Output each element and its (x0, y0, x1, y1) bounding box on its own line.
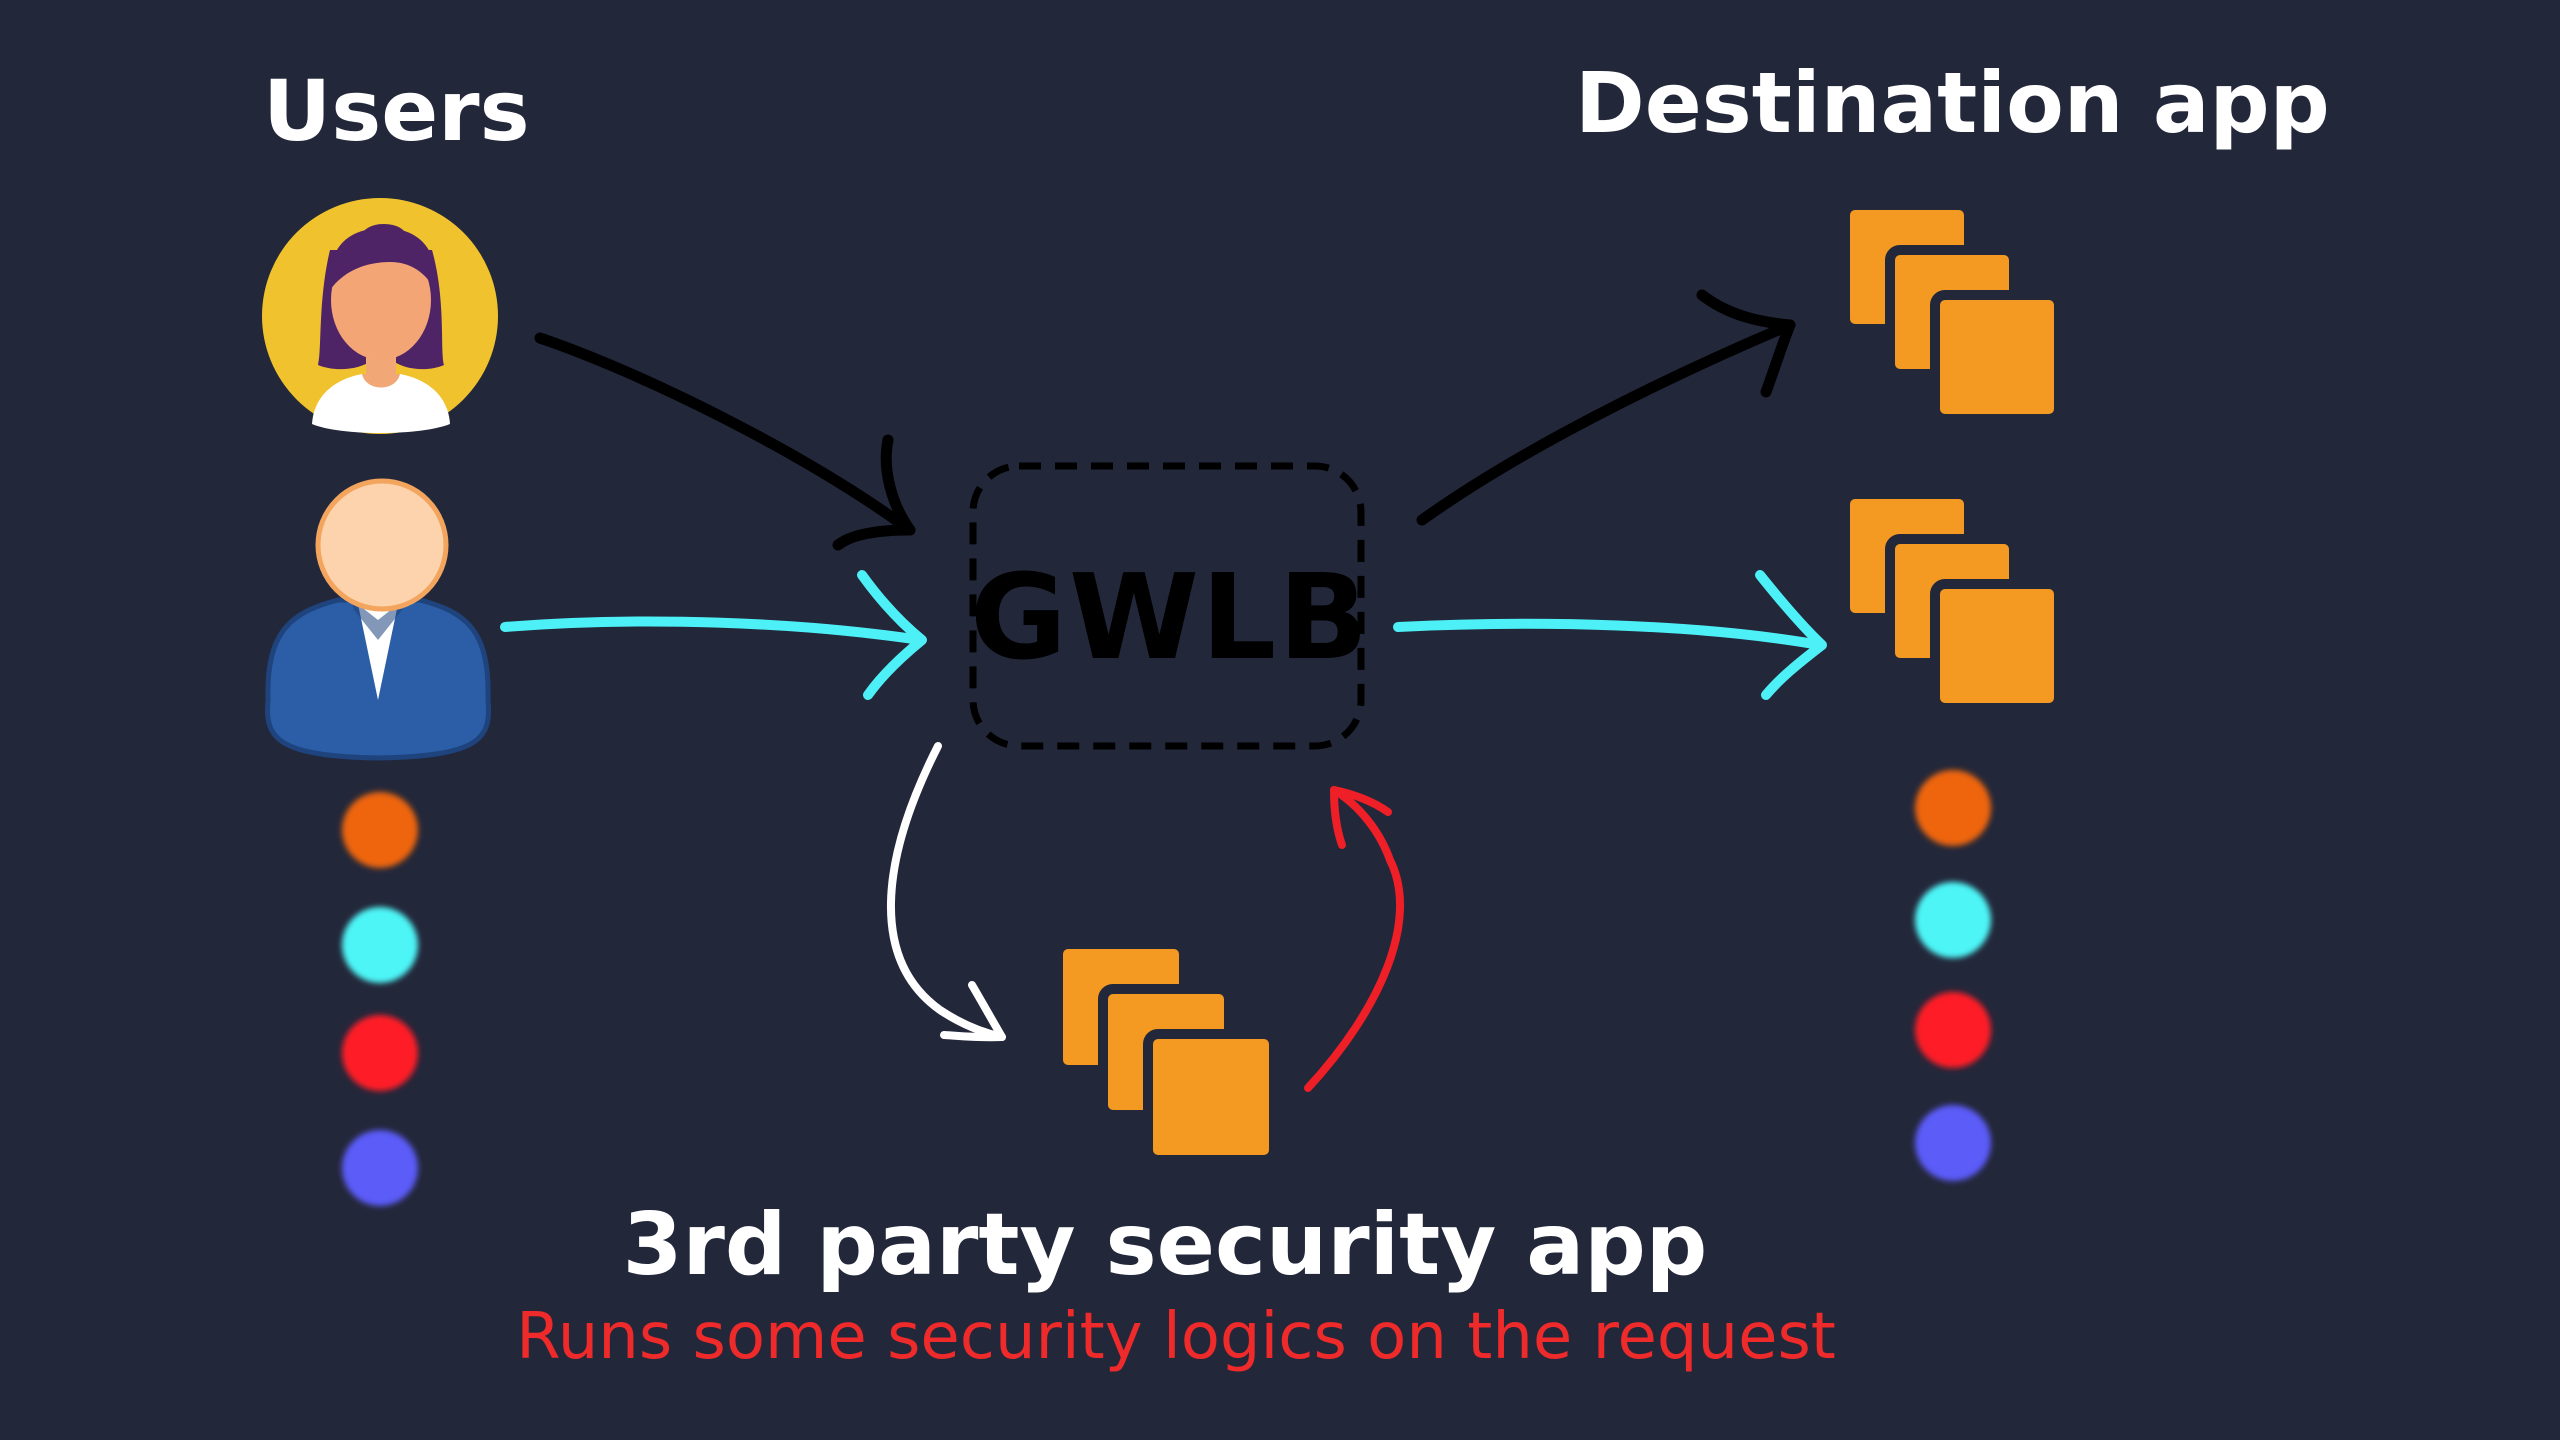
left-dot-cyan (342, 907, 418, 983)
destination-app-heading: Destination app (1575, 54, 2330, 152)
left-legend-dots (342, 792, 418, 1206)
right-dot-cyan (1915, 882, 1991, 958)
users-heading: Users (263, 62, 530, 160)
gwlb-box (969, 462, 1365, 750)
right-dot-blue (1915, 1105, 1991, 1181)
arrow-user-to-gwlb-black (534, 332, 916, 551)
right-legend-dots (1915, 770, 1991, 1181)
arrow-security-to-gwlb-red (1304, 786, 1405, 1092)
left-dot-blue (342, 1130, 418, 1206)
arrow-gwlb-to-destination-cyan (1393, 570, 1827, 700)
woman-avatar-icon (262, 198, 498, 434)
right-dot-red (1915, 992, 1991, 1068)
arrow-user-to-gwlb-cyan (500, 570, 927, 700)
security-app-heading: 3rd party security app (622, 1195, 1708, 1295)
businessman-avatar-icon (264, 478, 492, 761)
security-app-stack (1053, 939, 1279, 1165)
left-dot-orange (342, 792, 418, 868)
right-dot-orange (1915, 770, 1991, 846)
gwlb-label: GWLB (970, 548, 1371, 686)
security-app-description: Runs some security logics on the request (516, 1300, 1836, 1374)
left-dot-red (342, 1015, 418, 1091)
destination-app-stack-top (1840, 200, 2064, 424)
arrow-gwlb-to-destination-black (1416, 289, 1796, 526)
arrow-gwlb-to-security-white (887, 742, 1006, 1042)
destination-app-stack-bottom (1840, 489, 2064, 713)
